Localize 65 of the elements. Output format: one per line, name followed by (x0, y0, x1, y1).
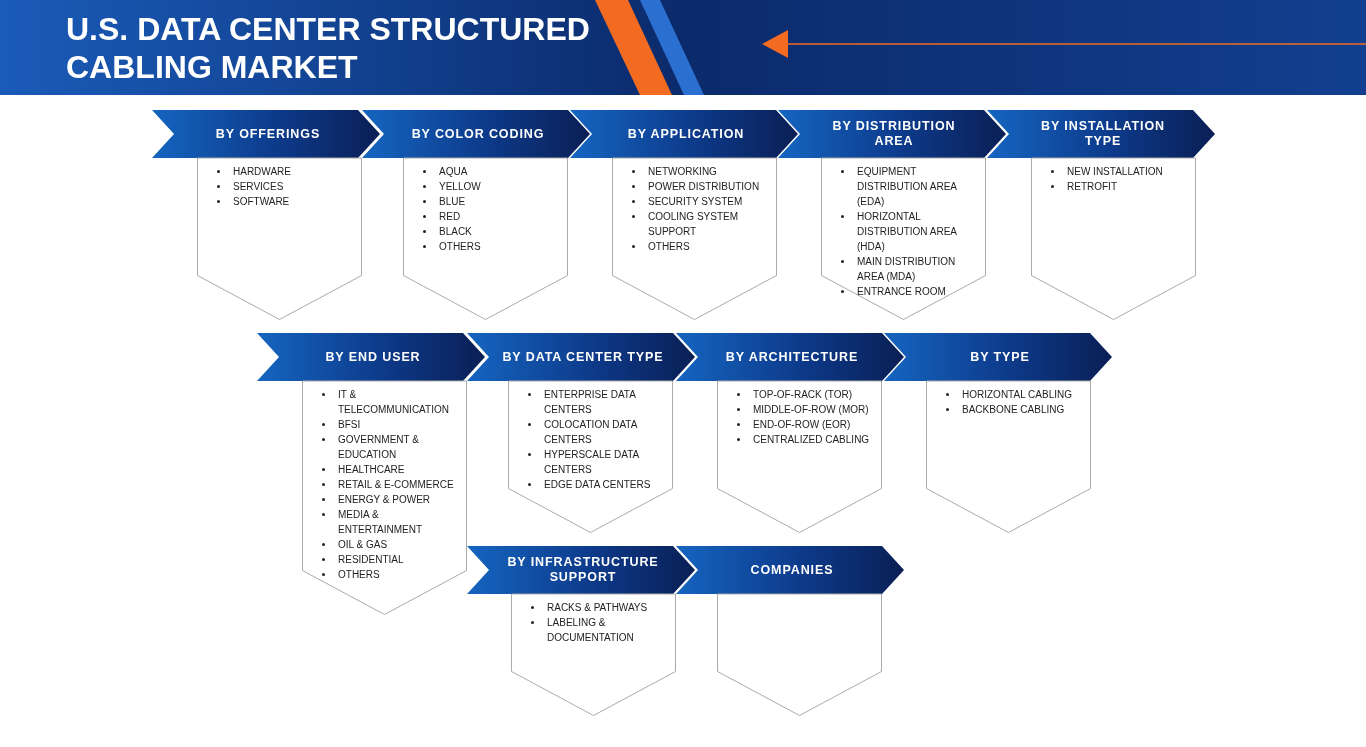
category-panel (508, 381, 673, 533)
list-item: BLACK (439, 226, 472, 237)
list-item: SECURITY SYSTEM (648, 196, 743, 207)
section-header-banner: BY OFFERINGS (152, 110, 380, 158)
list-item: BLUE (439, 196, 466, 207)
list-item: MEDIA & ENTERTAINMENT (338, 509, 423, 535)
category-panel (717, 594, 882, 716)
section-header-banner: BY TYPE (884, 333, 1112, 381)
list-item: RESIDENTIAL (338, 554, 404, 565)
category-panel (1031, 158, 1196, 320)
category-panel (197, 158, 362, 320)
list-item: OTHERS (648, 241, 690, 252)
category-panel (926, 381, 1091, 533)
list-item: HORIZONTAL CABLING (962, 389, 1072, 400)
list-item: END-OF-ROW (EOR) (753, 419, 851, 430)
list-item: CENTRALIZED CABLING (753, 434, 870, 445)
category-panel (302, 381, 467, 615)
list-item: OIL & GAS (338, 539, 388, 550)
list-item: OTHERS (439, 241, 481, 252)
section-header-banner: BY DISTRIBUTION AREA (778, 110, 1006, 158)
list-item: NEW INSTALLATION (1067, 166, 1163, 177)
section-header-banner: BY END USER (257, 333, 485, 381)
list-item: MIDDLE-OF-ROW (MOR) (753, 404, 869, 415)
category-panel (821, 158, 986, 320)
list-item: ENTERPRISE DATA CENTERS (544, 389, 636, 415)
list-item: ENTRANCE ROOM (857, 286, 946, 297)
section-header-banner: BY COLOR CODING (362, 110, 590, 158)
list-item: YELLOW (439, 181, 481, 192)
list-item: BACKBONE CABLING (962, 404, 1065, 415)
list-item: SERVICES (233, 181, 284, 192)
section-header-banner: BY DATA CENTER TYPE (467, 333, 695, 381)
title: U.S. DATA CENTER STRUCTURED CABLING MARKET (66, 10, 591, 86)
list-item: LABELING & DOCUMENTATION (547, 617, 634, 643)
category-panel (403, 158, 568, 320)
list-item: RETAIL & E-COMMERCE (338, 479, 454, 490)
list-item: COLOCATION DATA CENTERS (544, 419, 637, 445)
list-item: SOFTWARE (233, 196, 290, 207)
list-item: RETROFIT (1067, 181, 1117, 192)
section-header-banner: BY ARCHITECTURE (676, 333, 904, 381)
list-item: AQUA (439, 166, 468, 177)
list-item: GOVERNMENT & EDUCATION (338, 434, 419, 460)
list-item: HARDWARE (233, 166, 291, 177)
category-panel (717, 381, 882, 533)
category-panel (511, 594, 676, 716)
section-header-banner: BY APPLICATION (570, 110, 798, 158)
list-item: IT & TELECOMMUNICATION (338, 389, 449, 415)
section-header-banner: BY INSTALLATION TYPE (987, 110, 1215, 158)
list-item: NETWORKING (648, 166, 717, 177)
list-item: RACKS & PATHWAYS (547, 602, 648, 613)
list-item: EQUIPMENT DISTRIBUTION AREA (EDA) (857, 166, 957, 207)
section-header-banner: COMPANIES (676, 546, 904, 594)
list-item: HORIZONTAL DISTRIBUTION AREA (HDA) (857, 211, 957, 252)
list-item: EDGE DATA CENTERS (544, 479, 651, 490)
section-header-banner: BY INFRASTRUCTURE SUPPORT (467, 546, 695, 594)
list-item: HEALTHCARE (338, 464, 405, 475)
list-item: COOLING SYSTEM SUPPORT (648, 211, 738, 237)
list-item: HYPERSCALE DATA CENTERS (544, 449, 639, 475)
list-item: TOP-OF-RACK (TOR) (753, 389, 853, 400)
list-item: BFSI (338, 419, 361, 430)
list-item: RED (439, 211, 461, 222)
list-item: POWER DISTRIBUTION (648, 181, 760, 192)
category-panel (612, 158, 777, 320)
list-item: MAIN DISTRIBUTION AREA (MDA) (857, 256, 956, 282)
list-item: OTHERS (338, 569, 380, 580)
list-item: ENERGY & POWER (338, 494, 431, 505)
